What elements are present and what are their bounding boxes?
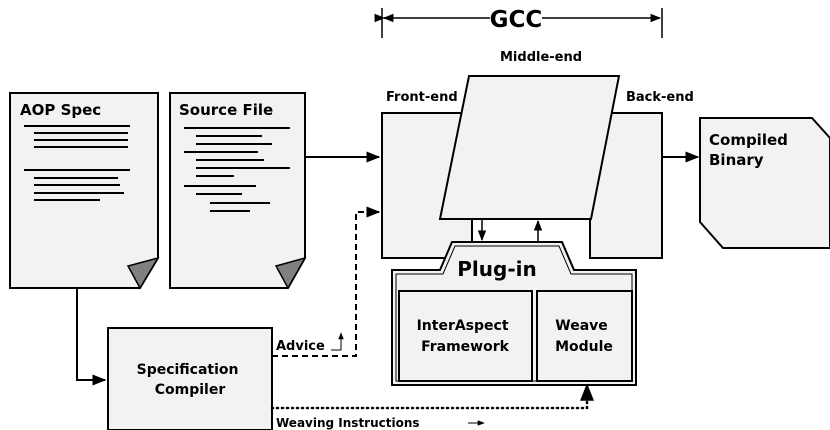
arrows [76,151,700,426]
compiled-binary-line-2: Binary [709,151,764,169]
aop-spec-text-lines [24,125,130,201]
middle-end-box [438,75,621,220]
gcc-pipeline: Back-end Front-end Middle-end [381,50,694,259]
front-end-label: Front-end [386,90,458,105]
plugin-label: Plug-in [457,257,536,281]
compiled-binary-line-1: Compiled [709,131,788,149]
source-file-document: Source File [169,92,307,290]
aop-spec-document: AOP Spec [9,92,160,290]
weave-module-line-2: Module [555,339,613,355]
gcc-span: GCC [374,7,663,38]
middle-end-label: Middle-end [500,50,582,65]
source-file-label: Source File [179,101,273,119]
weave-module-box [536,290,633,382]
aop-spec-label: AOP Spec [20,101,101,119]
interaspect-framework-label: InterAspect Framework [417,318,514,355]
back-end-label: Back-end [626,90,694,105]
weave-module-label: Weave Module [555,318,613,355]
interaspect-framework-box [398,290,533,382]
compiled-binary-label: Compiled Binary [709,131,793,169]
weave-module-line-1: Weave [555,318,608,334]
weaving-instructions-label: Weaving Instructions [276,416,420,430]
advice-label: Advice [276,339,325,354]
arrow-advice [272,206,381,357]
advice-direction-indicator [331,332,344,351]
specification-compiler-box: Specification Compiler [107,327,273,430]
spec-compiler-line-1: Specification [137,362,239,378]
gcc-label: GCC [490,7,543,33]
specification-compiler-label: Specification Compiler [137,362,244,398]
source-file-text-lines [184,127,290,212]
plugin-container: Plug-in InterAspect Framework Weave Modu… [391,241,637,386]
interaspect-line-2: Framework [421,339,510,355]
spec-compiler-line-2: Compiler [155,382,226,398]
arrow-aop-to-compiler [76,288,107,386]
interaspect-line-1: InterAspect [417,318,509,334]
arrow-weaving-instructions [270,383,594,410]
compiled-binary-document: Compiled Binary [699,117,830,249]
